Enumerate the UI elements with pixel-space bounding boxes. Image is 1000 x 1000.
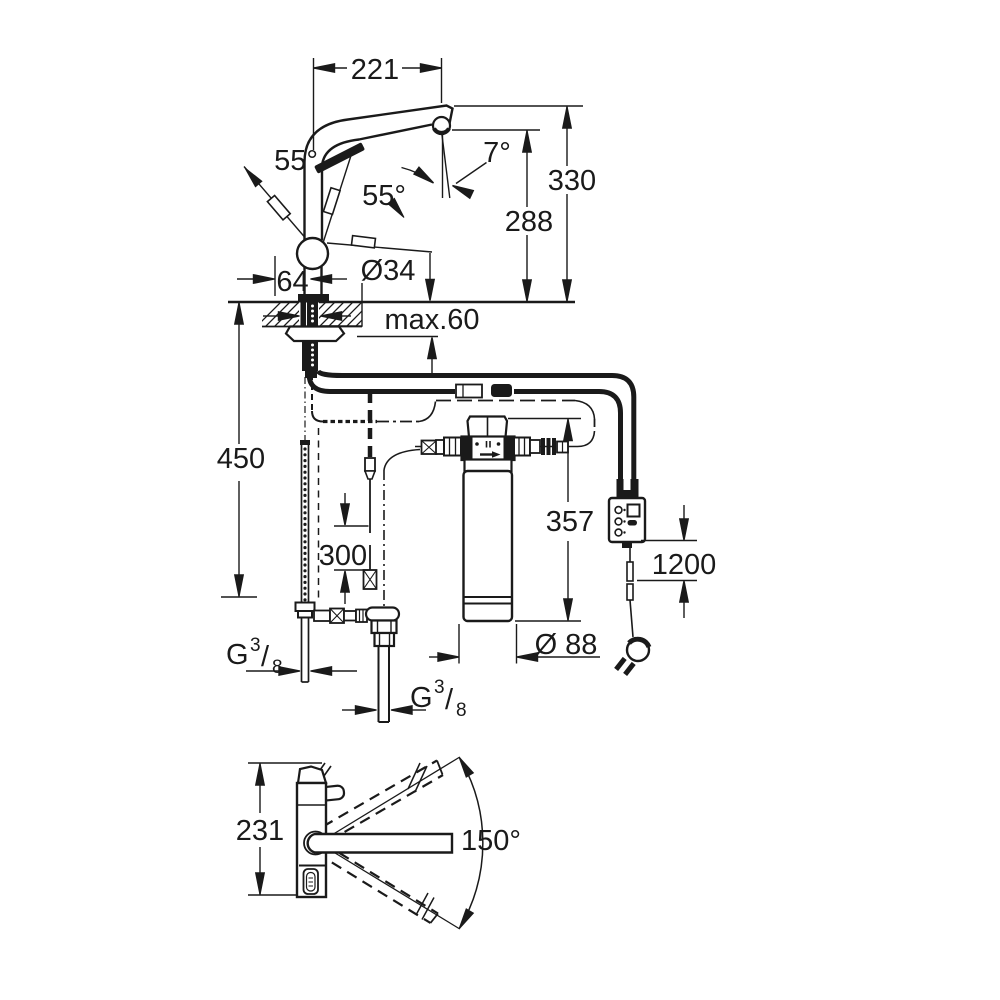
logo-badge (302, 868, 319, 895)
supply-hose (294, 377, 320, 683)
dim-357-label: 357 (546, 506, 594, 538)
side-view-dimension-231 (248, 762, 322, 896)
dim-filter-dia-label: Ø 88 (535, 629, 598, 661)
faucet-shank (284, 302, 346, 378)
button-1 (614, 505, 623, 515)
dim-450-label: 450 (217, 443, 265, 475)
valve-handle (364, 606, 401, 622)
filter-unit (420, 415, 569, 623)
svg-text:/: / (261, 641, 270, 673)
side-spout (306, 832, 454, 854)
display (626, 503, 641, 518)
dim-64-label: 64 (276, 266, 308, 298)
dim-221-label: 221 (351, 54, 399, 86)
svg-text:3: 3 (434, 677, 445, 698)
angle-valve (313, 606, 401, 723)
control-box (607, 479, 647, 548)
svg-text:G: G (410, 682, 433, 714)
cable-plug (364, 457, 376, 472)
swivel-range (315, 754, 484, 932)
angle-55-left-label: 55° (274, 145, 318, 177)
cable-connector-socket (455, 383, 483, 399)
svg-text:8: 8 (272, 657, 283, 678)
cable-connector-plug (491, 384, 512, 397)
dim-hole-label: Ø34 (361, 255, 416, 287)
angle-7-label: 7° (483, 137, 511, 169)
svg-text:G: G (226, 639, 249, 671)
svg-text:8: 8 (456, 700, 467, 721)
handle-positions (241, 142, 433, 253)
filter-cartridge (462, 469, 514, 623)
power-cord (614, 548, 652, 676)
svg-text:/: / (445, 684, 454, 716)
angle-150-label: 150° (461, 825, 521, 857)
handle-lever (314, 142, 365, 174)
faucet-spout (303, 104, 454, 240)
dim-231-label: 231 (236, 815, 284, 847)
filter-inlet-hose (383, 448, 421, 607)
filter-outlet-fitting (513, 436, 569, 457)
angle-55-right-label: 55° (362, 180, 406, 212)
svg-text:3: 3 (250, 635, 261, 656)
dim-330-label: 330 (548, 165, 596, 197)
faucet-side (295, 762, 454, 899)
dim-counter-label: max.60 (384, 304, 479, 336)
valve-cable (362, 392, 378, 590)
dim-300-label: 300 (319, 540, 367, 572)
faucet-base (298, 294, 329, 302)
button-3 (614, 528, 623, 537)
dimensions (221, 58, 697, 715)
labels: 221 330 288 55° 55° 7° 64 Ø34 max.60 450… (217, 54, 716, 857)
faucet (241, 104, 454, 302)
dim-288-label: 288 (505, 206, 553, 238)
thread-label-right: G 3 / 8 (410, 677, 467, 721)
filter-inlet-fitting (420, 436, 462, 457)
dim-1200-label: 1200 (652, 549, 717, 581)
thread-label-left: G 3 / 8 (226, 635, 283, 678)
side-view (248, 754, 484, 932)
main-view (221, 58, 697, 723)
button-2 (614, 517, 623, 526)
hose-nut (294, 601, 316, 612)
mounting-nut (284, 325, 346, 343)
handle-ball-joint (295, 236, 330, 271)
